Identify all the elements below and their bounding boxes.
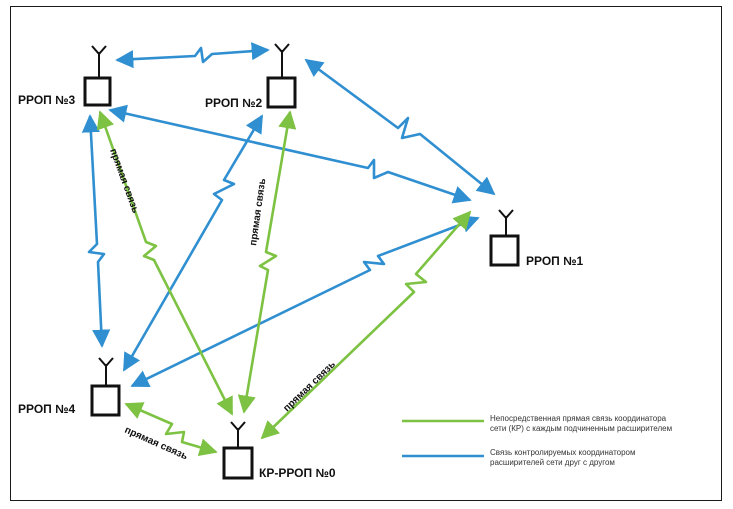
node-rrop4	[90, 357, 121, 417]
link-rrop3-kr	[96, 110, 234, 416]
antenna-icon	[98, 357, 114, 388]
node-label-rrop2: РРОП №2	[205, 96, 263, 110]
link-rrop1-rrop4	[130, 215, 480, 388]
node-rrop2	[266, 43, 297, 109]
legend: Непосредственная прямая связь координато…	[402, 414, 672, 467]
edge-label-rrop3-kr: прямая связь	[107, 147, 141, 214]
link-rrop3-rrop1	[108, 104, 472, 204]
legend-blue-line1: Связь контролируемых координатором	[490, 448, 636, 457]
link-rrop3-rrop4	[81, 114, 111, 348]
node-box	[222, 446, 254, 480]
node-rrop1	[489, 209, 520, 267]
node-label-rrop3: РРОП №3	[18, 93, 76, 107]
edge-label-rrop1-kr: прямая связь	[281, 359, 337, 414]
node-label-kr: КР-РРОП №0	[259, 466, 336, 480]
link-rrop4-kr	[124, 402, 218, 457]
node-kr	[222, 421, 254, 480]
node-box	[266, 76, 297, 109]
antenna-icon	[91, 45, 107, 78]
edge-label-rrop2-kr: прямая связь	[248, 178, 268, 247]
edge-label-rrop4-kr: прямая связь	[123, 425, 189, 463]
antenna-icon	[274, 43, 290, 78]
green-links	[96, 110, 472, 457]
node-label-rrop1: РРОП №1	[526, 254, 584, 268]
node-rrop3	[83, 45, 112, 107]
node-label-rrop4: РРОП №4	[18, 402, 76, 416]
node-box	[489, 234, 520, 267]
node-box	[90, 384, 121, 417]
link-rrop2-kr	[237, 110, 297, 414]
link-rrop3-rrop2	[115, 42, 270, 69]
legend-green-line2: сети (КР) с каждым подчиненным расширите…	[490, 424, 672, 433]
legend-green-line1: Непосредственная прямая связь координато…	[490, 414, 667, 423]
legend-blue-line2: расширителей сети друг с другом	[490, 458, 615, 467]
link-rrop2-rrop1	[304, 58, 496, 196]
node-box	[83, 76, 112, 107]
link-rrop1-kr	[260, 210, 472, 440]
